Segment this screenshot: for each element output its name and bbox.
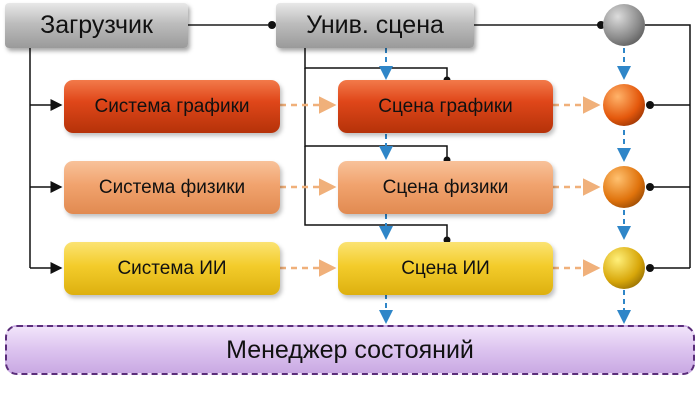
loader-block: Загрузчик xyxy=(5,3,188,48)
ai-scene-block: Сцена ИИ xyxy=(338,242,553,295)
physics-scene-label: Сцена физики xyxy=(382,176,509,198)
graphics-scene-block: Сцена графики xyxy=(338,80,553,133)
loader-label: Загрузчик xyxy=(40,11,153,39)
neutral-node xyxy=(603,4,645,46)
graphics-scene-label: Сцена графики xyxy=(378,95,513,117)
physics-system-label: Система физики xyxy=(98,176,246,198)
physics-scene-block: Сцена физики xyxy=(338,161,553,214)
state-manager-label: Менеджер состояний xyxy=(226,335,474,364)
graphics-node xyxy=(603,84,645,126)
ai-system-block: Система ИИ xyxy=(64,242,280,295)
graphics-system-block: Система графики xyxy=(64,80,280,133)
universal-scene-block: Унив. сцена xyxy=(276,3,474,48)
ai-node xyxy=(603,247,645,289)
ai-scene-label: Сцена ИИ xyxy=(401,257,490,279)
physics-node xyxy=(603,166,645,208)
universal-scene-label: Унив. сцена xyxy=(306,11,444,39)
state-manager-block: Менеджер состояний xyxy=(5,325,695,375)
physics-system-block: Система физики xyxy=(64,161,280,214)
ai-system-label: Система ИИ xyxy=(117,257,227,279)
graphics-system-label: Система графики xyxy=(94,95,250,117)
